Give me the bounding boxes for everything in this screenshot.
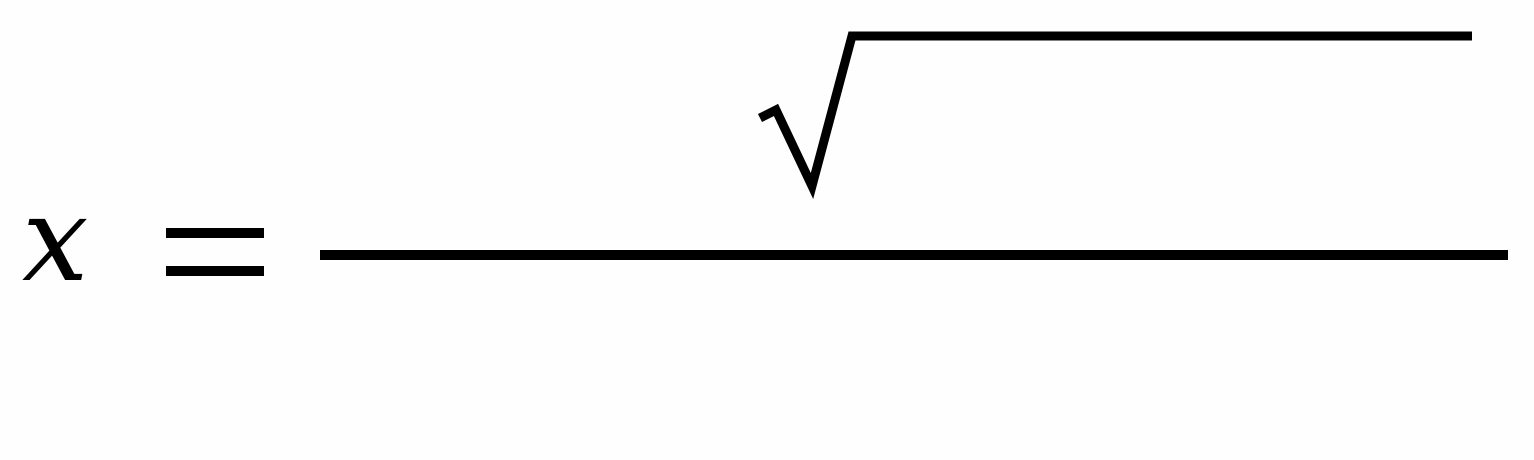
equals-bar-bottom <box>166 266 264 276</box>
equals-bar-top <box>166 228 264 238</box>
equals-sign <box>166 228 264 278</box>
fraction-bar <box>320 250 1508 260</box>
radicand-slot <box>860 60 1460 190</box>
denominator-slot <box>320 280 1508 410</box>
variable-x: x <box>22 170 89 308</box>
